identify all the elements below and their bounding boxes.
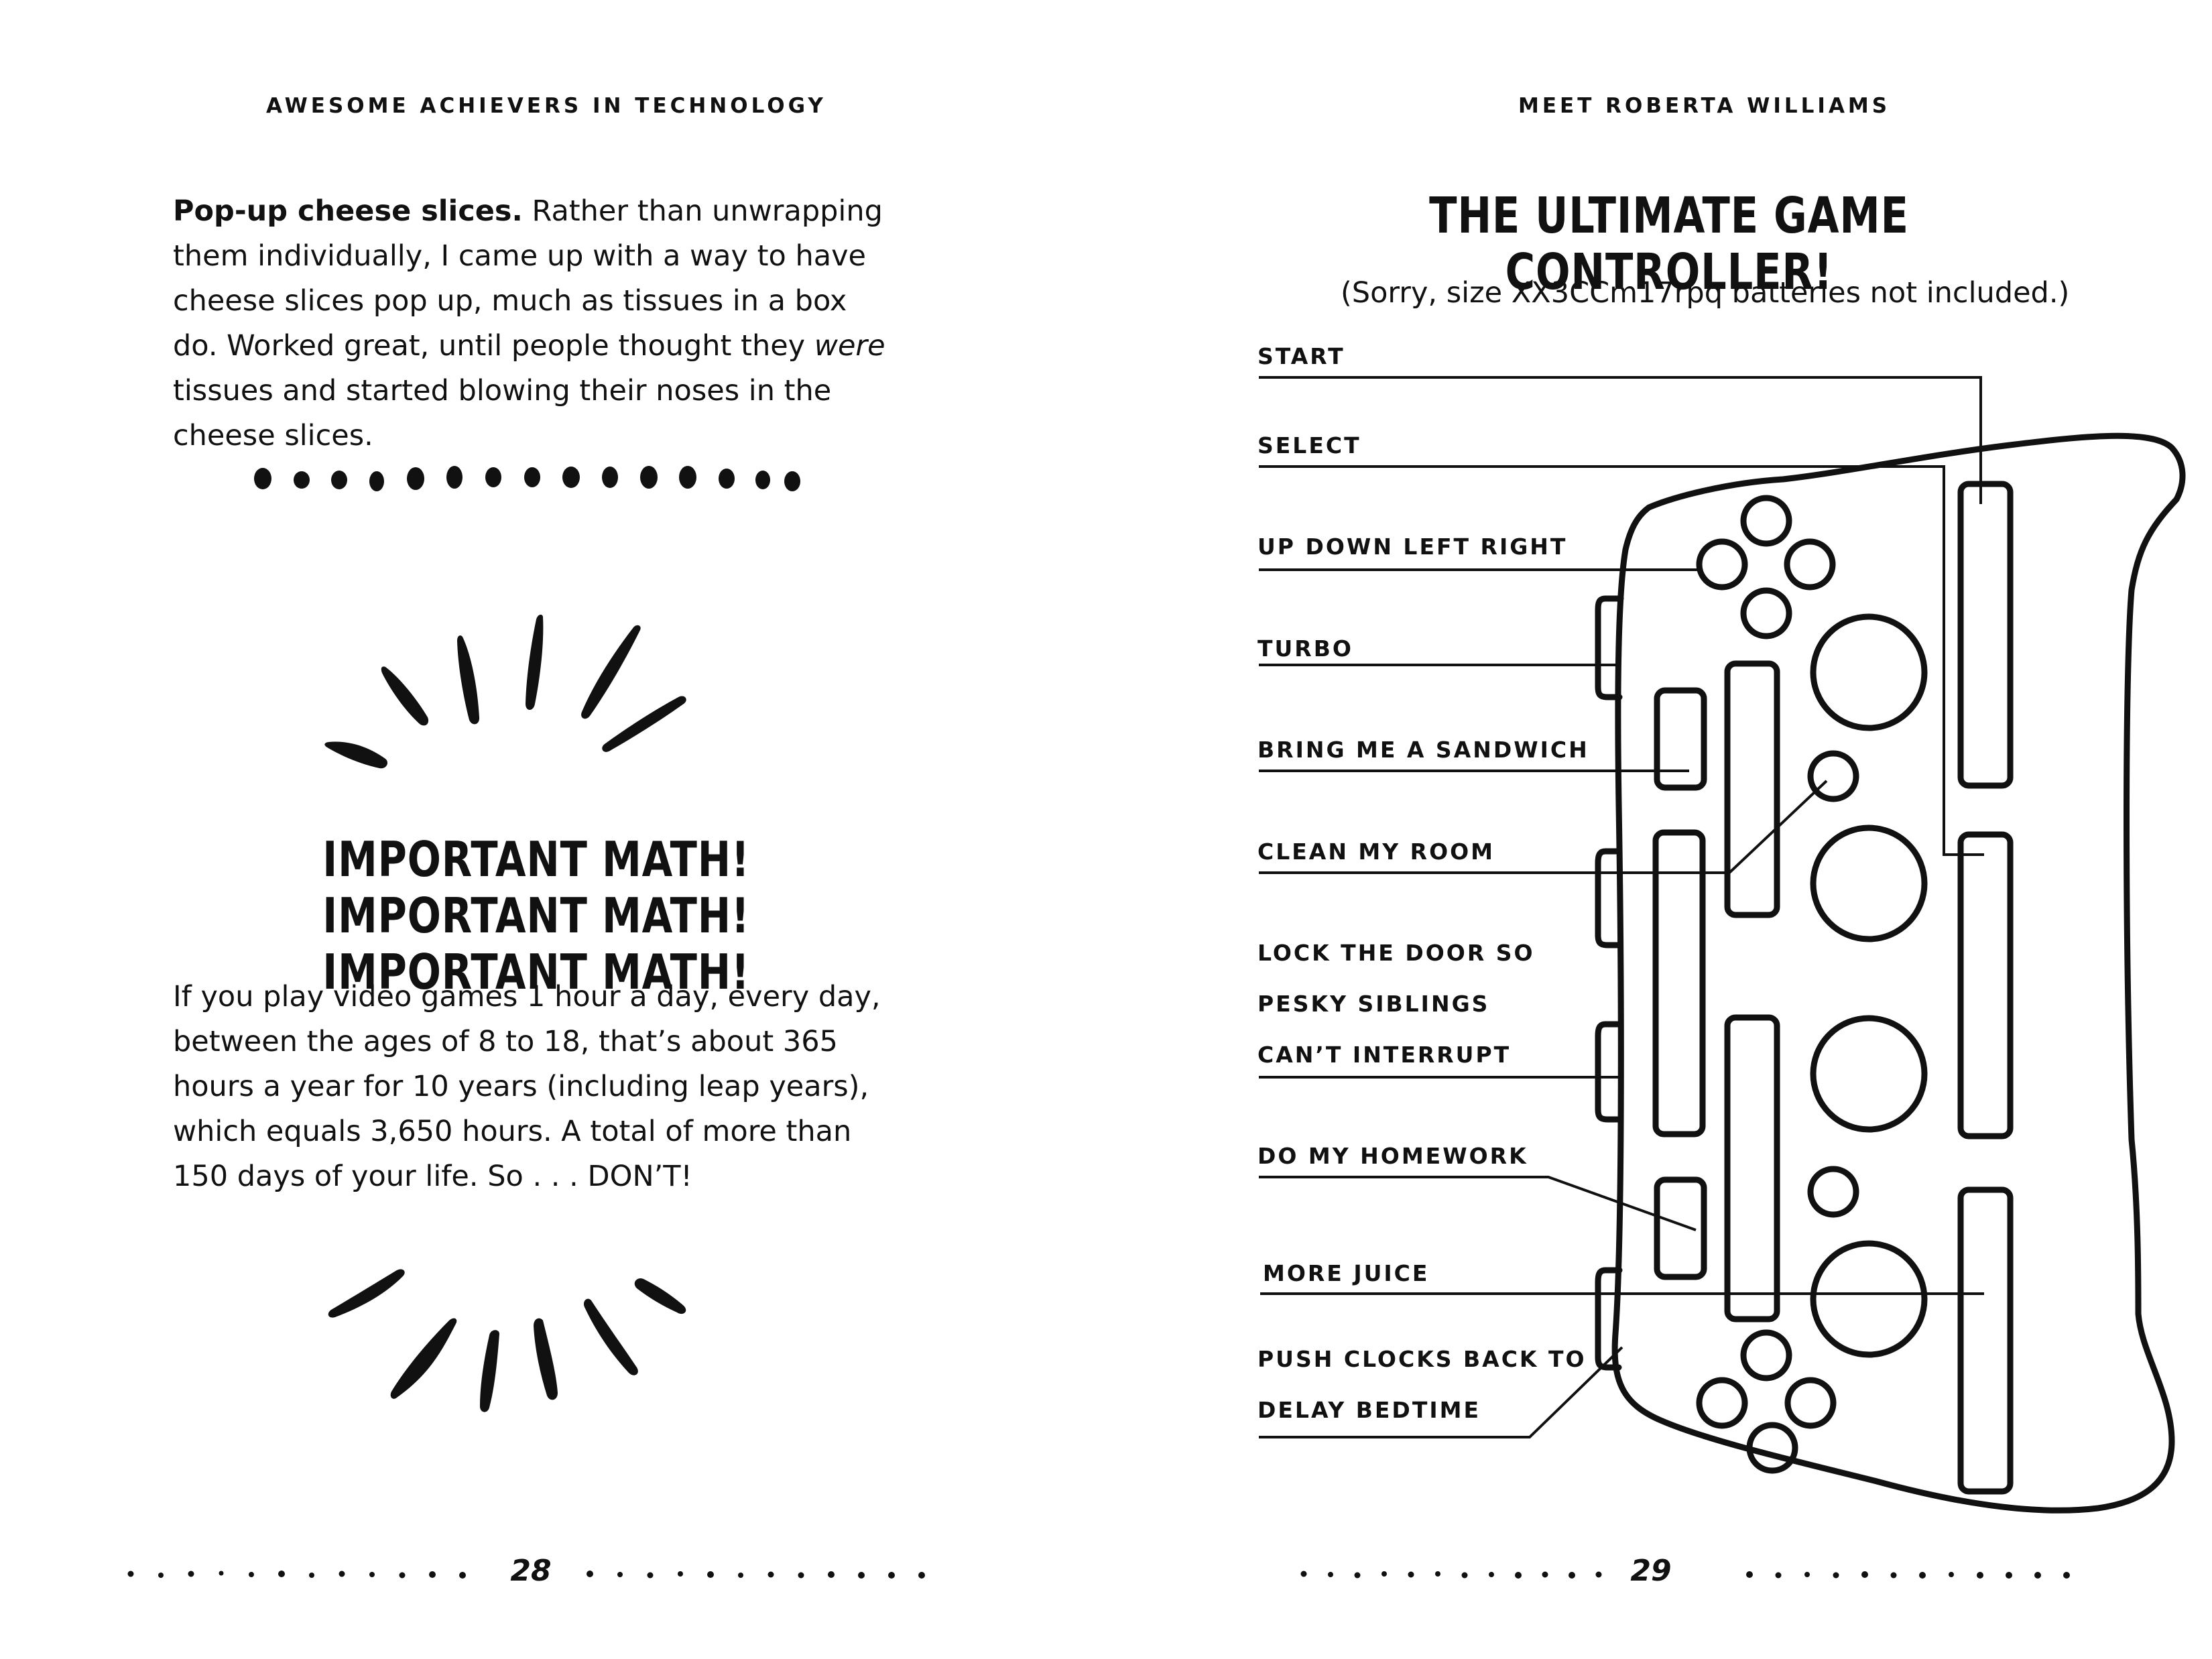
burst-decoration-top bbox=[324, 614, 686, 769]
label-sandwich: BRING ME A SANDWICH bbox=[1257, 737, 1589, 763]
controller-title: THE ULTIMATE GAME CONTROLLER! bbox=[1429, 187, 1909, 301]
page-number-right: 29 bbox=[1630, 1554, 1672, 1588]
label-start: START bbox=[1257, 343, 1345, 369]
label-homework: DO MY HOMEWORK bbox=[1257, 1143, 1528, 1169]
label-clocks-1: PUSH CLOCKS BACK TO bbox=[1257, 1346, 1587, 1372]
label-select: SELECT bbox=[1257, 432, 1361, 458]
controller-subtitle: (Sorry, size XX3CCm17rpq batteries not i… bbox=[1341, 276, 2070, 310]
label-lock-door-2: PESKY SIBLINGS bbox=[1257, 991, 1490, 1017]
label-juice: MORE JUICE bbox=[1263, 1260, 1430, 1286]
game-controller-illustration bbox=[1259, 376, 2186, 1514]
label-clean-room: CLEAN MY ROOM bbox=[1257, 839, 1495, 865]
burst-decoration-bottom bbox=[328, 1269, 686, 1412]
clean-room-bumper bbox=[1595, 848, 1623, 948]
math-heading: IMPORTANT MATH! IMPORTANT MATH! IMPORTAN… bbox=[206, 831, 866, 1000]
label-lock-door-1: LOCK THE DOOR SO bbox=[1257, 940, 1535, 966]
math-paragraph: If you play video games 1 hour a day, ev… bbox=[173, 980, 881, 1193]
footer-dots-left-b bbox=[587, 1571, 925, 1579]
cheese-text-1: Rather than unwrapping them individually… bbox=[173, 194, 883, 363]
label-turbo: TURBO bbox=[1257, 635, 1353, 662]
leader-select bbox=[1259, 465, 1984, 856]
footer-dots-right-a bbox=[1300, 1571, 1602, 1579]
math-heading-line-1: IMPORTANT MATH! bbox=[322, 831, 750, 887]
cheese-italic-word: were bbox=[814, 329, 885, 363]
footer-dots-left-a bbox=[127, 1571, 466, 1579]
turbo-bumper bbox=[1595, 595, 1624, 700]
leader-clocks bbox=[1259, 1346, 1623, 1438]
lock-door-bumper bbox=[1595, 1021, 1623, 1123]
right-page: MEET ROBERTA WILLIAMS THE ULTIMATE GAME … bbox=[1106, 0, 2212, 1659]
leader-clean-room bbox=[1259, 780, 1828, 874]
running-head-right: MEET ROBERTA WILLIAMS bbox=[1518, 94, 1891, 118]
cheese-paragraph: Pop-up cheese slices. Rather than unwrap… bbox=[173, 189, 897, 458]
leader-homework bbox=[1259, 1176, 1697, 1231]
page-number-left: 28 bbox=[510, 1554, 552, 1588]
label-dpad: UP DOWN LEFT RIGHT bbox=[1257, 534, 1568, 560]
running-head-left: AWESOME ACHIEVERS IN TECHNOLOGY bbox=[266, 94, 826, 118]
cheese-text-2: tissues and started blowing their noses … bbox=[173, 374, 832, 452]
leader-start bbox=[1259, 376, 1982, 504]
footer-dots-right-b bbox=[1746, 1571, 2070, 1579]
label-clocks-2: DELAY BEDTIME bbox=[1257, 1397, 1481, 1423]
cheese-lead-bold: Pop-up cheese slices. bbox=[173, 194, 523, 228]
dot-divider bbox=[254, 466, 800, 491]
math-heading-line-2: IMPORTANT MATH! IMPORTANT MATH! bbox=[322, 887, 750, 1000]
label-lock-door-3: CAN’T INTERRUPT bbox=[1257, 1042, 1512, 1068]
left-page: AWESOME ACHIEVERS IN TECHNOLOGY Pop-up c… bbox=[127, 94, 925, 1588]
controller-body bbox=[1611, 432, 2186, 1514]
